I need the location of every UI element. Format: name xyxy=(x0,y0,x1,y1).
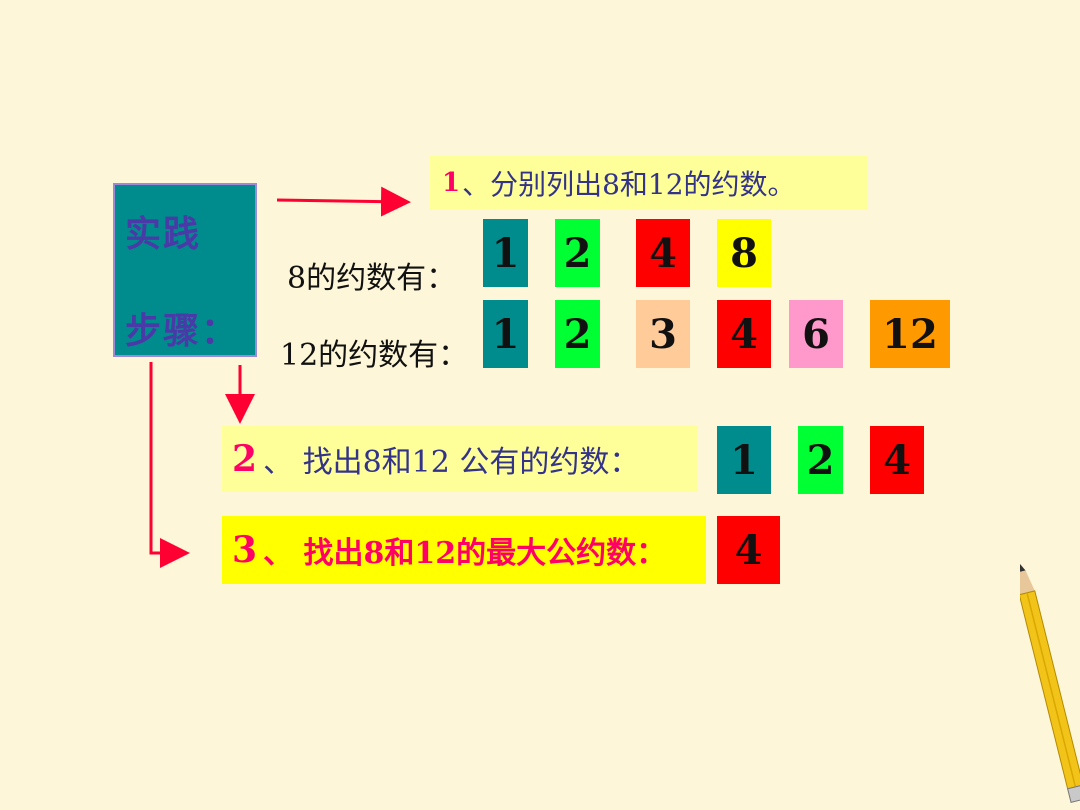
gcd-box: 4 xyxy=(717,516,780,584)
common-divisor-box-1: 1 xyxy=(717,426,771,494)
divisor-12-box-6: 6 xyxy=(789,300,843,368)
common-divisor-box-4: 4 xyxy=(870,426,924,494)
step2-text: 、 找出8和12 公有的约数： xyxy=(263,445,640,480)
practice-steps-box: 实践 步骤： xyxy=(113,183,257,357)
steps-box-line1: 实践 xyxy=(125,214,202,255)
step3-number: 3 xyxy=(232,529,258,571)
common-divisor-box-2: 2 xyxy=(798,426,843,494)
divisors-of-8-label: 8的约数有： xyxy=(287,261,457,296)
step2-label: 2 、 找出8和12 公有的约数： xyxy=(222,426,698,492)
divisor-12-box-1: 1 xyxy=(483,300,528,368)
divisor-8-box-4: 4 xyxy=(636,219,690,287)
divisors-of-12-label: 12的约数有： xyxy=(280,338,469,373)
arrow-to-step1 xyxy=(276,186,411,217)
divisor-12-box-2: 2 xyxy=(555,300,600,368)
step1-number: 1 xyxy=(442,168,461,198)
step1-label: 1 、分别列出8和12的约数。 xyxy=(430,156,868,210)
step3-text: 、 找出8和12的最大公约数： xyxy=(263,536,667,571)
divisor-12-box-12: 12 xyxy=(870,300,950,368)
divisor-12-box-3: 3 xyxy=(636,300,690,368)
arrow-to-step3 xyxy=(149,362,190,568)
step2-number: 2 xyxy=(232,438,258,480)
divisor-12-box-4: 4 xyxy=(717,300,771,368)
step1-text: 、分别列出8和12的约数。 xyxy=(462,168,796,201)
divisor-8-box-1: 1 xyxy=(483,219,528,287)
divisor-8-box-8: 8 xyxy=(717,219,771,287)
steps-box-line2: 步骤： xyxy=(125,311,240,352)
pencil-icon xyxy=(1020,563,1080,804)
divisor-8-box-2: 2 xyxy=(555,219,600,287)
step3-label: 3 、 找出8和12的最大公约数： xyxy=(222,516,706,584)
